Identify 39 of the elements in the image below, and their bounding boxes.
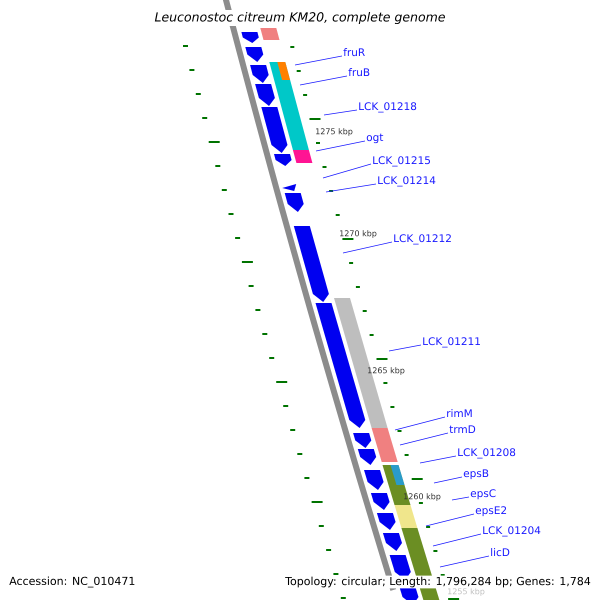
leader-line (420, 456, 456, 464)
gene-label: ogt (366, 134, 384, 144)
leader-line (326, 184, 376, 192)
gene-label: LCK_01208 (458, 448, 516, 458)
gene-label: licD (491, 548, 510, 556)
leader-line (426, 514, 474, 526)
leader-line (294, 56, 342, 66)
gene-label: LCK_01215 (373, 156, 430, 166)
gene-label: fruR (343, 48, 365, 56)
gene-label: trmD (449, 425, 476, 433)
leader-line (388, 344, 422, 352)
accession-text: Accession: NC_010471 (8, 576, 136, 588)
leader-line (324, 110, 358, 116)
gene-label: LCK_01212 (394, 234, 451, 244)
gene-label: LCK_01204 (483, 526, 540, 536)
gene-label: rimM (447, 409, 472, 417)
leader-line (342, 242, 392, 254)
leader-line (440, 556, 490, 568)
tick-label: 1265 kbp (368, 367, 404, 375)
title: Leuconostoc citreum KM20, complete genome (152, 10, 448, 26)
leader-line (400, 432, 448, 446)
gene-label: LCK_01214 (378, 176, 436, 186)
gene-label: LCK_01218 (359, 102, 416, 112)
genome-info-text: Topology: circular; Length: 1,796,284 bp; Genes: 1,784 (284, 576, 592, 588)
leader-line (322, 164, 372, 178)
gene-label: epsC (470, 489, 496, 500)
leader-line (434, 476, 462, 484)
leader-line (316, 140, 366, 152)
gene-label: fruB (348, 68, 370, 76)
tick-label: 1270 kbp (340, 230, 376, 238)
leader-line (452, 496, 470, 500)
leader-line (394, 416, 446, 430)
tick-label: 1275 kbp (316, 128, 352, 136)
leader-line (432, 534, 482, 546)
gene-label: LCK_01211 (423, 337, 480, 348)
tick-label: 1255 kbp (448, 588, 484, 596)
gene-label: epsE2 (476, 506, 506, 516)
gene-label: epsB (464, 469, 488, 480)
leader-line (300, 76, 348, 86)
